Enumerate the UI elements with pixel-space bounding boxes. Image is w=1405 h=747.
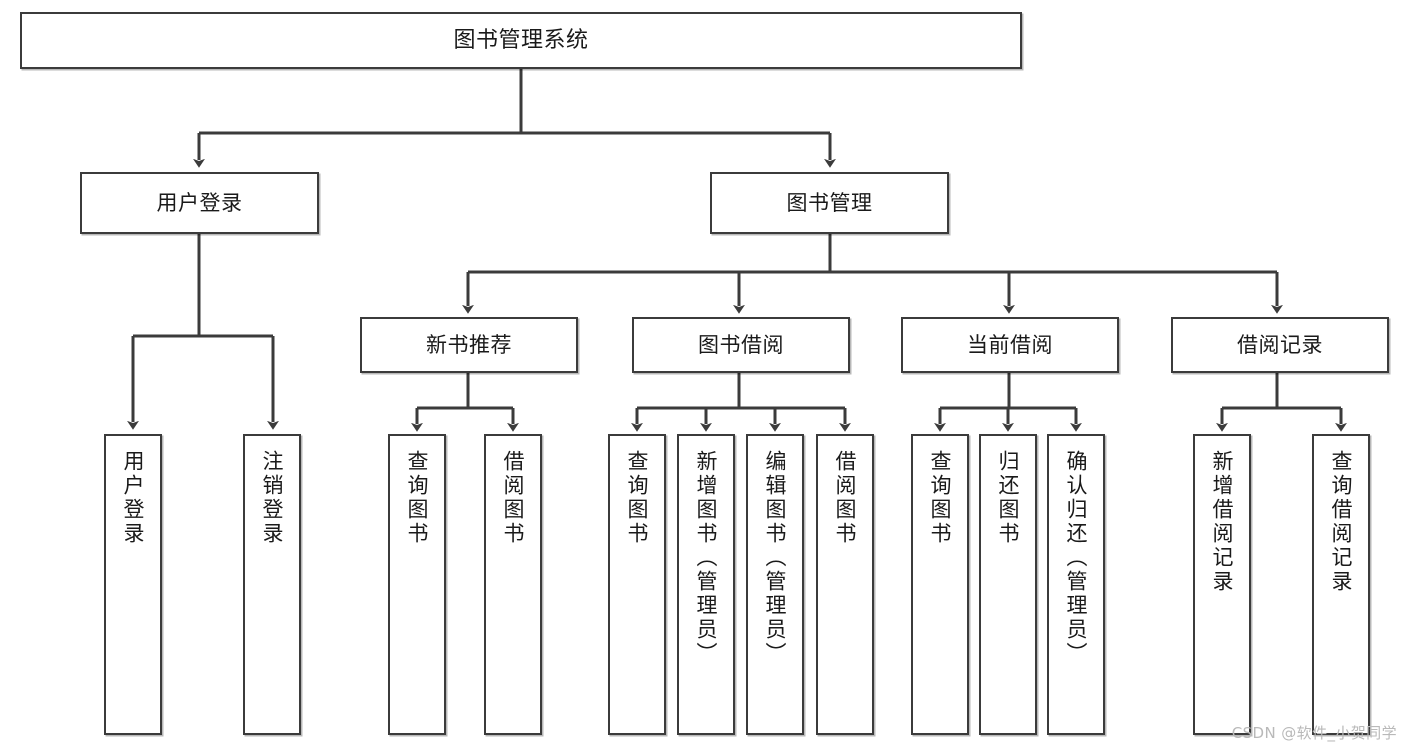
- node-label: 新书推荐: [426, 332, 512, 357]
- node-label: 归还图书: [996, 450, 1021, 546]
- leaf-recommend-borrow-book[interactable]: 借阅图书: [484, 434, 542, 735]
- node-current-borrow[interactable]: 当前借阅: [901, 317, 1119, 373]
- node-label: 查询图书: [625, 450, 650, 546]
- node-label: 新增借阅记录: [1210, 450, 1235, 594]
- node-label: 图书管理系统: [453, 27, 589, 53]
- leaf-current-confirm-return-admin[interactable]: 确认归还（管理员）: [1047, 434, 1105, 735]
- node-user-login[interactable]: 用户登录: [80, 172, 319, 234]
- leaf-borrow-add-book-admin[interactable]: 新增图书（管理员）: [677, 434, 735, 735]
- leaf-recommend-query-book[interactable]: 查询图书: [388, 434, 446, 735]
- leaf-record-query-borrow-record[interactable]: 查询借阅记录: [1312, 434, 1370, 735]
- node-label: 借阅记录: [1237, 332, 1323, 357]
- node-label: 编辑图书（管理员）: [763, 450, 788, 666]
- node-label: 当前借阅: [967, 332, 1053, 357]
- node-book-manage[interactable]: 图书管理: [710, 172, 949, 234]
- node-label: 查询借阅记录: [1329, 450, 1354, 594]
- node-label: 借阅图书: [833, 450, 858, 546]
- leaf-user-login[interactable]: 用户登录: [104, 434, 162, 735]
- node-label: 查询图书: [405, 450, 430, 546]
- node-book-borrow[interactable]: 图书借阅: [632, 317, 850, 373]
- node-label: 用户登录: [156, 190, 243, 215]
- node-label: 注销登录: [260, 450, 285, 546]
- node-root-system[interactable]: 图书管理系统: [20, 12, 1022, 69]
- node-label: 用户登录: [121, 450, 146, 546]
- node-borrow-record[interactable]: 借阅记录: [1171, 317, 1389, 373]
- leaf-borrow-query-book[interactable]: 查询图书: [608, 434, 666, 735]
- node-label: 图书借阅: [698, 332, 784, 357]
- node-label: 图书管理: [786, 190, 873, 215]
- leaf-current-query-book[interactable]: 查询图书: [911, 434, 969, 735]
- node-label: 确认归还（管理员）: [1064, 450, 1089, 666]
- leaf-logout-login[interactable]: 注销登录: [243, 434, 301, 735]
- watermark: CSDN @软件_小贺同学: [1231, 724, 1397, 742]
- node-label: 借阅图书: [501, 450, 526, 546]
- node-label: 新增图书（管理员）: [694, 450, 719, 666]
- node-label: 查询图书: [928, 450, 953, 546]
- node-new-book-recommend[interactable]: 新书推荐: [360, 317, 578, 373]
- leaf-record-add-borrow-record[interactable]: 新增借阅记录: [1193, 434, 1251, 735]
- leaf-current-return-book[interactable]: 归还图书: [979, 434, 1037, 735]
- leaf-borrow-edit-book-admin[interactable]: 编辑图书（管理员）: [746, 434, 804, 735]
- leaf-borrow-borrow-book[interactable]: 借阅图书: [816, 434, 874, 735]
